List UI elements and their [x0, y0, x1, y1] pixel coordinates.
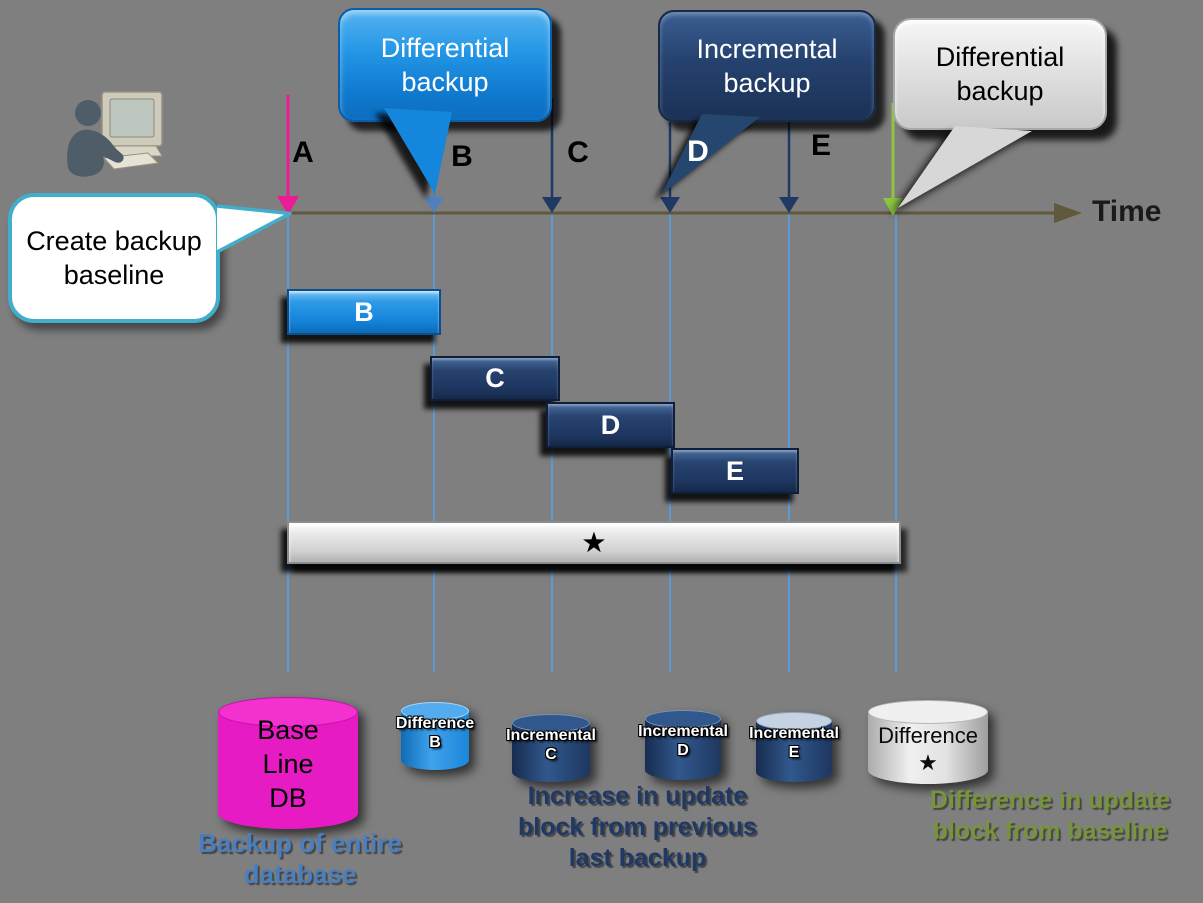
marker-label-b: B [451, 140, 473, 173]
callout-incremental-backup: Incremental backup [658, 10, 876, 122]
callout-create-backup-baseline: Create backup baseline [8, 193, 220, 323]
cylinder-body [218, 711, 358, 829]
marker-label-a: A [292, 136, 314, 169]
backup-bar-e: E [671, 448, 799, 494]
database-difference-b [401, 702, 469, 770]
database-incremental-d-label: Incremental D [638, 723, 728, 759]
database-baseline: Base Line DB [218, 697, 358, 829]
marker-arrow-d [660, 122, 680, 213]
user-at-computer-icon [67, 91, 163, 177]
gray-callout-tail [898, 126, 1032, 208]
white-callout-tail [216, 204, 292, 254]
backup-bar-d: D [546, 402, 675, 448]
database-incremental-e-label: Incremental E [749, 725, 839, 761]
time-axis [228, 203, 1082, 223]
backup-bar-d-label: D [600, 409, 621, 440]
person-head [75, 100, 101, 126]
database-incremental-c [512, 714, 590, 782]
backup-bar-e-label: E [725, 455, 744, 486]
time-axis-arrowhead [1054, 203, 1082, 223]
callout-differential-backup-gray: Differential backup [893, 18, 1107, 130]
database-incremental-c-label: Incremental C [506, 727, 596, 763]
caption-increase-in-update-block: Increase in update block from previous l… [518, 782, 757, 872]
backup-bar-b-label: B [354, 296, 374, 327]
backup-bar-c-label: C [485, 363, 505, 393]
cylinder-top [401, 702, 469, 720]
database-difference-b-label: Difference B [395, 715, 475, 751]
backup-bar-c: C [430, 356, 560, 401]
marker-arrow-b [424, 122, 444, 213]
backup-bar-star: ★ [287, 521, 901, 564]
time-axis-label: Time [1092, 195, 1162, 228]
backup-bar-b: B [287, 289, 441, 335]
marker-arrow-e [779, 122, 799, 213]
monitor-screen [109, 98, 155, 138]
cylinder-top [645, 710, 721, 728]
callout-differential-backup-blue: Differential backup [338, 8, 552, 122]
cylinder-body [401, 710, 469, 770]
caption-difference-in-update-block: Difference in update block from baseline [929, 786, 1171, 845]
database-baseline-label: Base Line DB [257, 715, 319, 813]
cylinder-body [756, 720, 832, 782]
marker-label-c: C [567, 136, 589, 169]
cylinder-top [868, 700, 988, 724]
marker-label-d: D [687, 135, 709, 168]
database-difference-star: Difference ★ [868, 700, 988, 784]
database-incremental-d [645, 710, 721, 780]
cylinder-body [512, 722, 590, 782]
cylinder-top [512, 714, 590, 732]
person-body [67, 129, 124, 177]
marker-label-e: E [810, 129, 831, 162]
cylinder-top [756, 712, 832, 730]
database-difference-star-label: Difference ★ [878, 723, 978, 775]
database-incremental-e [756, 712, 832, 782]
caption-backup-entire-database: Backup of entire database [198, 828, 402, 889]
backup-bar-star-label: ★ [582, 528, 606, 557]
cylinder-top [218, 697, 358, 727]
cylinder-body [645, 718, 721, 780]
